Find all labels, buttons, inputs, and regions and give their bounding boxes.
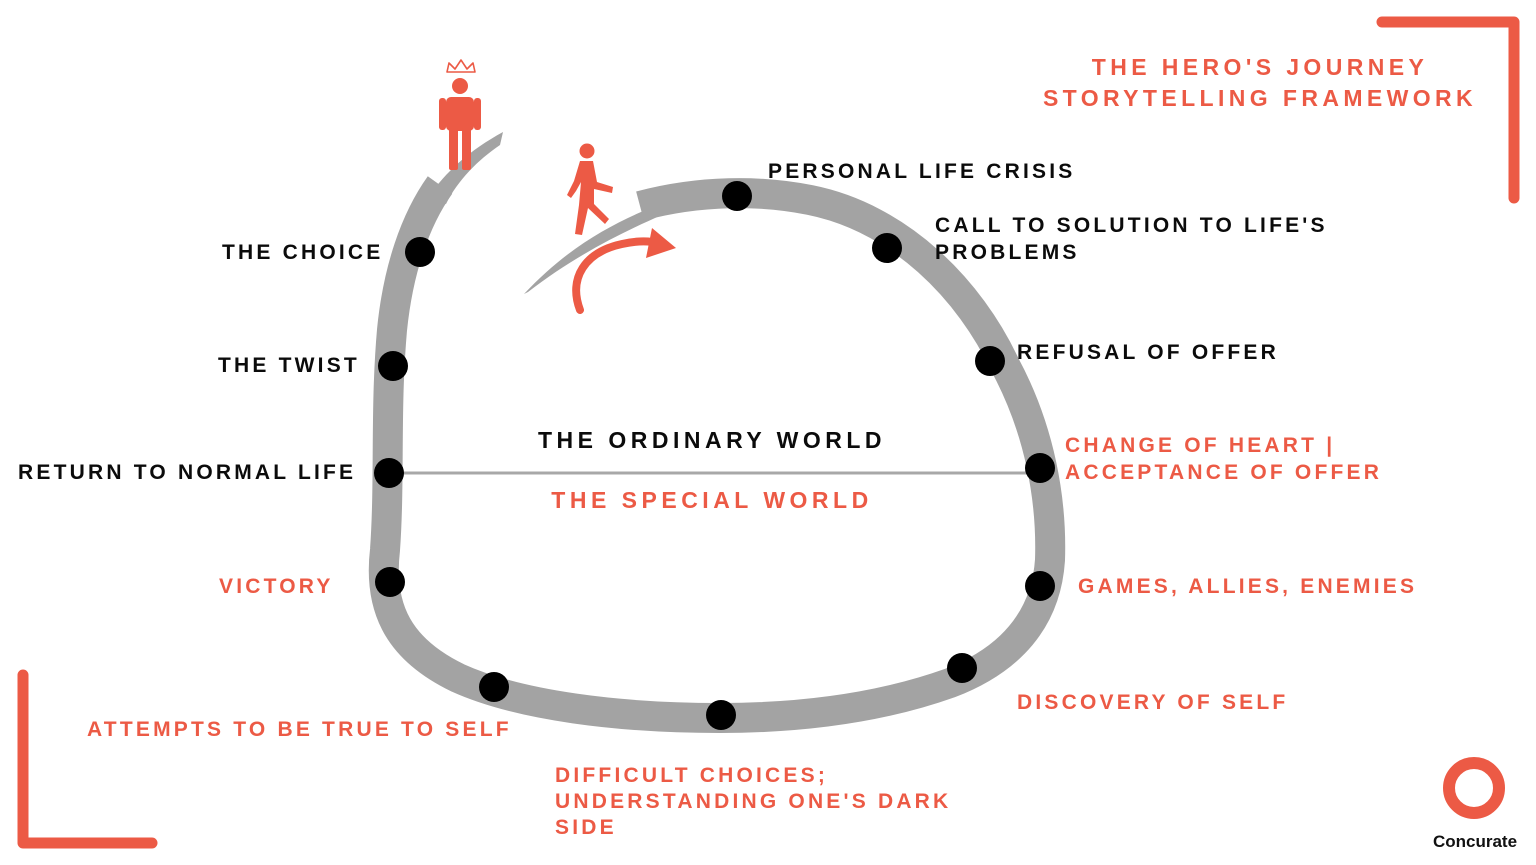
title-line-2: STORYTELLING FRAMEWORK [1042,85,1478,111]
label-attempts-true-to-self: ATTEMPTS TO BE TRUE TO SELF [87,718,512,741]
label-the-twist: THE TWIST [218,354,360,377]
ordinary-world-label: THE ORDINARY WORLD [537,427,887,453]
label-call-to-solution-line-1: CALL TO SOLUTION TO LIFE'S [935,214,1328,237]
brand-name: Concurate [1432,832,1518,851]
special-world-label: THE SPECIAL WORLD [551,487,873,513]
node-personal-life-crisis [722,181,752,211]
title-line-1: THE HERO'S JOURNEY [1091,54,1429,80]
frame-bracket-top-right [1376,16,1520,204]
curved-arrow-icon [572,228,676,314]
label-call-to-solution-line-2: PROBLEMS [935,241,1080,264]
journey-path-entry [524,204,662,294]
ring-logo-icon [1443,757,1505,819]
label-games-allies-enemies: GAMES, ALLIES, ENEMIES [1078,575,1418,598]
label-difficult-choices-line-2: UNDERSTANDING ONE'S DARK [555,790,952,813]
node-call-to-solution [872,233,902,263]
diagram-title: THE HERO'S JOURNEY STORYTELLING FRAMEWOR… [1020,52,1500,114]
label-discovery-of-self: DISCOVERY OF SELF [1017,691,1289,714]
label-victory: VICTORY [219,575,334,598]
node-the-twist [378,351,408,381]
walking-person-icon [567,143,613,235]
node-change-of-heart [1025,453,1055,483]
node-attempts-true-to-self [479,672,509,702]
label-difficult-choices-line-3: SIDE [555,816,617,839]
node-games-allies-enemies [1025,571,1055,601]
label-difficult-choices-line-1: DIFFICULT CHOICES; [555,764,829,787]
node-victory [375,567,405,597]
node-the-choice [405,237,435,267]
node-difficult-choices [706,700,736,730]
label-refusal-of-offer: REFUSAL OF OFFER [1017,341,1279,364]
label-return-to-normal-life: RETURN TO NORMAL LIFE [18,461,357,484]
node-return-to-normal-life [374,458,404,488]
node-refusal-of-offer [975,346,1005,376]
frame-bracket-bottom-left [17,669,158,849]
node-discovery-of-self [947,653,977,683]
label-the-choice: THE CHOICE [222,241,384,264]
label-personal-life-crisis: PERSONAL LIFE CRISIS [768,160,1076,183]
label-change-of-heart-line-1: CHANGE OF HEART | [1065,434,1336,457]
crowned-person-icon [439,59,481,170]
label-change-of-heart-line-2: ACCEPTANCE OF OFFER [1065,461,1383,484]
